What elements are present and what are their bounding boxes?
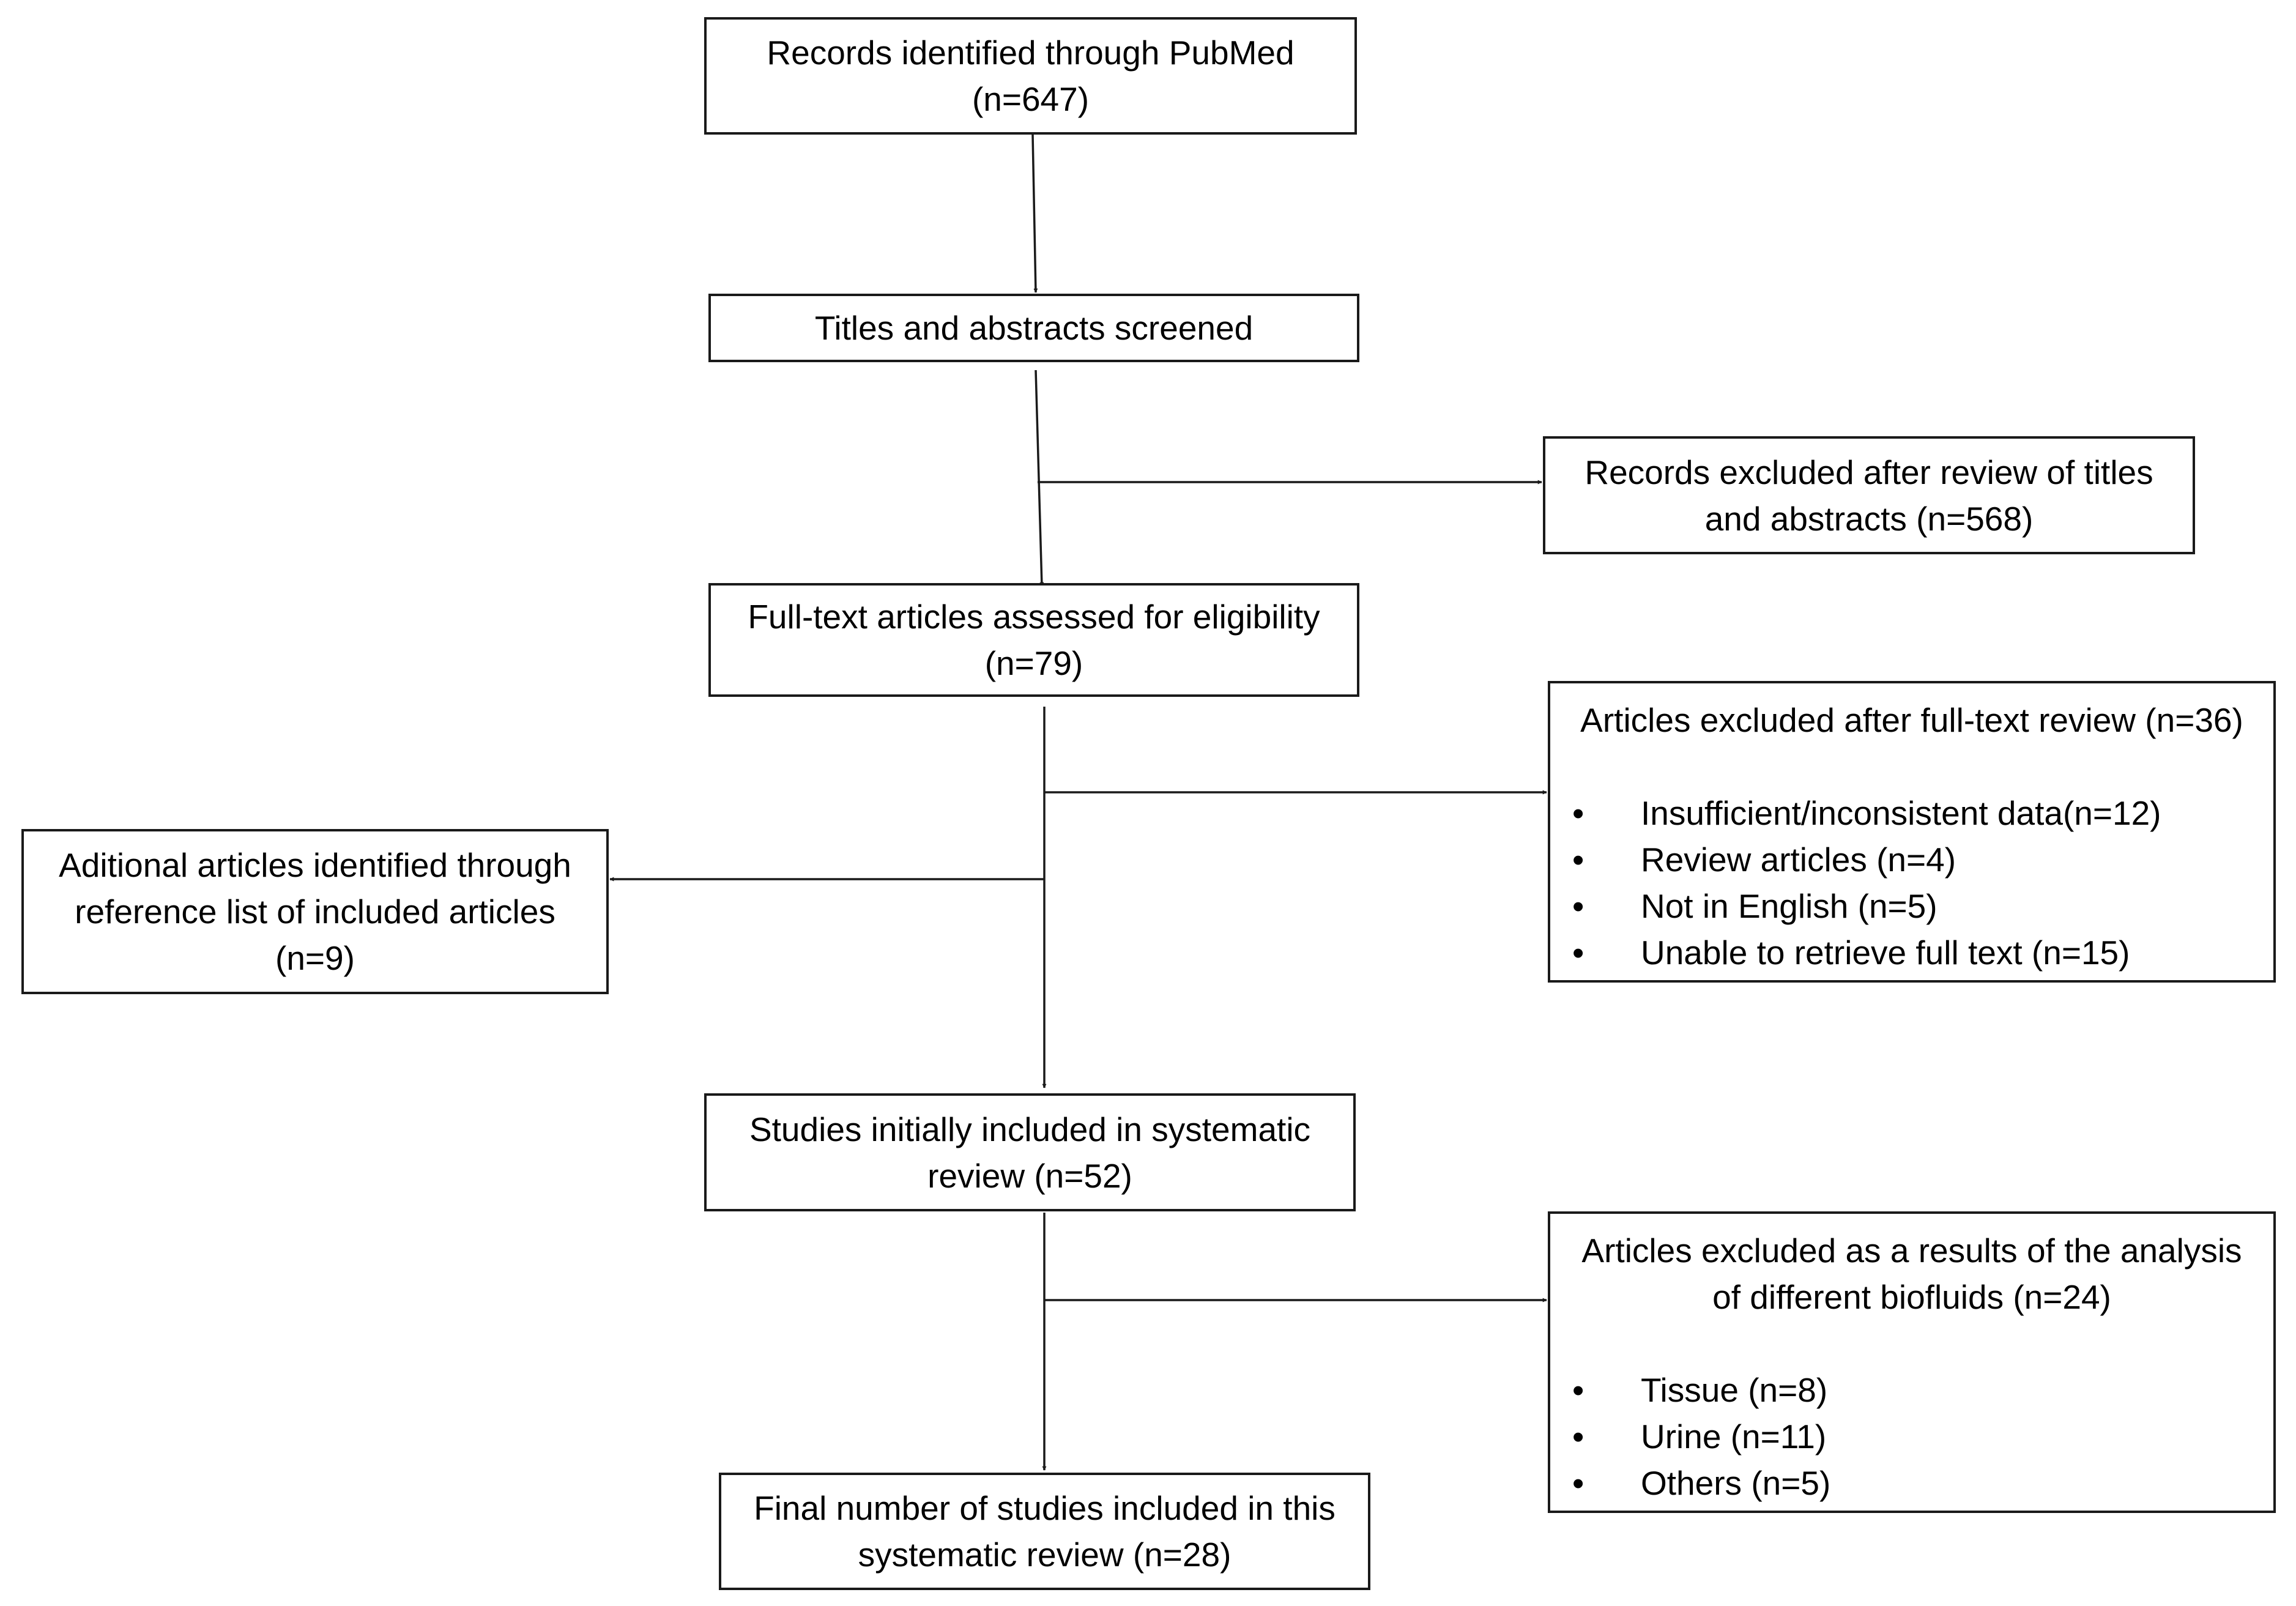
box-articles-excluded-fulltext: Articles excluded after full-text review… (1548, 681, 2276, 983)
exclusion-reason-list: • Insufficient/inconsistent data(n=12) • R… (1550, 790, 2273, 976)
list-item: • Insufficient/inconsistent data(n=12) (1550, 790, 2273, 836)
box-line: and abstracts (n=568) (1704, 499, 2034, 538)
box-line: review (n=52) (927, 1156, 1132, 1195)
box-line: Aditional articles identified through (59, 846, 571, 884)
list-item-text: Urine (n=11) (1641, 1418, 1827, 1455)
bullet-icon: • (1572, 794, 1585, 832)
list-item-text: Unable to retrieve full text (n=15) (1641, 934, 2130, 972)
box-line: reference list of included articles (75, 893, 555, 931)
list-item-text: Not in English (n=5) (1641, 887, 1937, 925)
box-title: of different biofluids (n=24) (1712, 1278, 2111, 1316)
list-item: • Tissue (n=8) (1550, 1367, 2273, 1413)
list-item-text: Others (n=5) (1641, 1464, 1831, 1502)
bullet-icon: • (1572, 934, 1585, 972)
box-line: Final number of studies included in this (754, 1489, 1336, 1527)
box-final-studies-included: Final number of studies included in this… (719, 1473, 1370, 1590)
box-title: Articles excluded after full-text review… (1580, 701, 2243, 739)
box-records-excluded-titles: Records excluded after review of titles … (1543, 436, 2195, 554)
bullet-icon: • (1572, 887, 1585, 925)
bullet-icon: • (1572, 841, 1585, 879)
box-line: (n=9) (275, 939, 355, 977)
box-titles-abstracts-screened: Titles and abstracts screened (708, 294, 1359, 362)
list-item: • Review articles (n=4) (1550, 836, 2273, 883)
list-item: • Unable to retrieve full text (n=15) (1550, 929, 2273, 976)
box-records-identified: Records identified through PubMed (n=647… (704, 17, 1357, 135)
box-line: Records excluded after review of titles (1585, 453, 2153, 491)
list-item: • Others (n=5) (1550, 1460, 2273, 1506)
box-line: Full-text articles assessed for eligibil… (748, 598, 1320, 636)
box-fulltext-assessed: Full-text articles assessed for eligibil… (708, 583, 1359, 697)
box-line: Studies initially included in systematic (749, 1110, 1311, 1148)
box-title: Articles excluded as a results of the an… (1581, 1232, 2242, 1270)
list-item-text: Tissue (n=8) (1641, 1371, 1828, 1409)
list-item: • Urine (n=11) (1550, 1413, 2273, 1460)
bullet-icon: • (1572, 1418, 1585, 1455)
box-line: Records identified through PubMed (767, 34, 1295, 72)
list-item: • Not in English (n=5) (1550, 883, 2273, 929)
box-line: (n=79) (984, 644, 1083, 682)
box-articles-excluded-biofluids: Articles excluded as a results of the an… (1548, 1211, 2276, 1513)
box-additional-articles: Aditional articles identified through re… (21, 829, 609, 994)
arrow-identified-to-screened (1031, 134, 1038, 293)
bullet-icon: • (1572, 1371, 1585, 1409)
box-line: Titles and abstracts screened (814, 309, 1254, 347)
biofluid-exclusion-list: • Tissue (n=8) • Urine (n=11) • Others (n=5… (1550, 1367, 2273, 1506)
box-line: systematic review (n=28) (858, 1536, 1232, 1574)
box-line: (n=647) (972, 80, 1090, 118)
list-item-text: Review articles (n=4) (1641, 841, 1956, 879)
bullet-icon: • (1572, 1464, 1585, 1502)
list-item-text: Insufficient/inconsistent data(n=12) (1641, 794, 2161, 832)
arrow-screened-to-fulltext (1035, 370, 1044, 587)
box-studies-initially-included: Studies initially included in systematic… (704, 1093, 1356, 1211)
